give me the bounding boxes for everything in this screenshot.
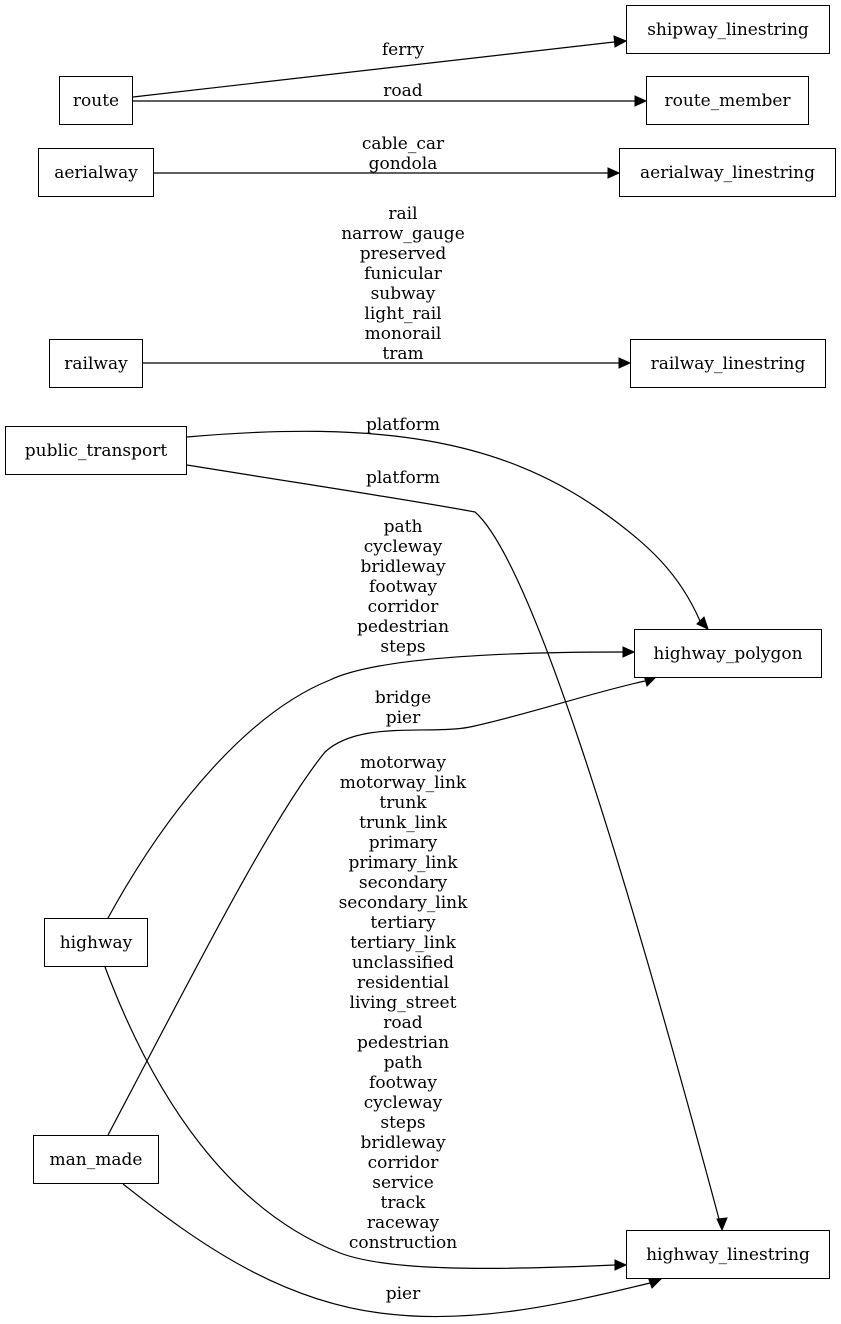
- edge-man-made-polygon: [107, 680, 646, 1136]
- arrowhead-route-member: [634, 95, 648, 107]
- edge-label: steps: [380, 637, 425, 657]
- node-railway[interactable]: railway: [49, 339, 143, 388]
- node-aerialway[interactable]: aerialway: [38, 148, 154, 197]
- edge-label: path: [384, 1053, 423, 1073]
- edge-label: tertiary_link: [350, 933, 456, 953]
- edge-label: ferry: [382, 40, 425, 60]
- node-highway[interactable]: highway: [44, 918, 148, 967]
- edge-label: funicular: [364, 264, 443, 284]
- edge-label: pedestrian: [357, 1033, 449, 1053]
- edge-label: path: [384, 517, 423, 537]
- edge-label: road: [383, 81, 422, 101]
- edge-label: monorail: [365, 324, 442, 344]
- edge-label: living_street: [350, 993, 457, 1013]
- edge-label: unclassified: [352, 953, 454, 973]
- edge-label: raceway: [367, 1213, 440, 1233]
- edge-label: pedestrian: [357, 617, 449, 637]
- arrowhead-railway-linestring: [618, 357, 632, 369]
- node-highway-linestring[interactable]: highway_linestring: [626, 1230, 830, 1279]
- node-public-transport[interactable]: public_transport: [5, 426, 187, 475]
- edge-label: subway: [371, 284, 436, 304]
- node-aerialway-linestring[interactable]: aerialway_linestring: [619, 148, 836, 197]
- edge-label: narrow_gauge: [341, 224, 465, 244]
- edge-label: gondola: [369, 154, 438, 174]
- edge-label: primary: [369, 833, 438, 853]
- edge-label: rail: [388, 204, 417, 224]
- arrowhead-highway-linestring: [614, 1259, 628, 1271]
- edge-label: trunk: [379, 793, 427, 813]
- edge-highway-linestring: [104, 966, 616, 1269]
- arrowhead-public-transport-linestring: [716, 1217, 728, 1232]
- edge-man-made-linestring: [122, 1183, 651, 1318]
- edge-label: bridleway: [360, 1133, 446, 1153]
- edge-label: motorway_link: [340, 773, 467, 793]
- edge-label: bridge: [375, 688, 431, 708]
- node-highway-polygon[interactable]: highway_polygon: [634, 629, 822, 678]
- edge-label: road: [383, 1013, 422, 1033]
- edge-label: secondary: [359, 873, 448, 893]
- edge-label: pier: [386, 1284, 421, 1304]
- edge-label: light_rail: [364, 304, 441, 324]
- node-shipway-linestring[interactable]: shipway_linestring: [626, 5, 830, 54]
- edge-label: construction: [349, 1233, 457, 1253]
- edge-label: preserved: [360, 244, 447, 264]
- edge-label: platform: [366, 415, 440, 435]
- node-man-made[interactable]: man_made: [33, 1135, 159, 1184]
- edge-label: footway: [369, 577, 437, 597]
- edge-label: cycleway: [364, 537, 443, 557]
- edge-label: cycleway: [364, 1093, 443, 1113]
- edge-label: steps: [380, 1113, 425, 1133]
- edge-label: platform: [366, 468, 440, 488]
- edge-label: tram: [382, 344, 423, 364]
- node-railway-linestring[interactable]: railway_linestring: [630, 339, 826, 388]
- edge-label: service: [372, 1173, 434, 1193]
- edge-public-transport-linestring: [186, 464, 720, 1220]
- edge-public-transport-polygon: [186, 430, 701, 622]
- arrowhead-aerialway-linestring: [607, 167, 621, 179]
- edge-label: pier: [386, 708, 421, 728]
- arrowhead-public-transport-polygon: [696, 616, 709, 630]
- edge-label: motorway: [360, 753, 446, 773]
- edge-highway-polygon: [107, 651, 624, 919]
- edge-label: bridleway: [360, 557, 446, 577]
- arrowhead-route-shipway: [613, 35, 628, 48]
- node-route[interactable]: route: [59, 76, 133, 125]
- edge-label: trunk_link: [359, 813, 447, 833]
- edge-label: cable_car: [362, 134, 445, 154]
- edge-route-shipway: [132, 41, 615, 98]
- edge-label: corridor: [368, 597, 440, 617]
- edge-label: footway: [369, 1073, 437, 1093]
- edge-label: tertiary: [370, 913, 436, 933]
- edge-label: track: [381, 1193, 427, 1213]
- edge-label: corridor: [368, 1153, 440, 1173]
- edge-label: secondary_link: [339, 893, 469, 913]
- arrowhead-highway-polygon: [622, 646, 636, 658]
- node-route-member[interactable]: route_member: [646, 76, 809, 125]
- edge-label: residential: [357, 973, 449, 993]
- edge-label: primary_link: [348, 853, 458, 873]
